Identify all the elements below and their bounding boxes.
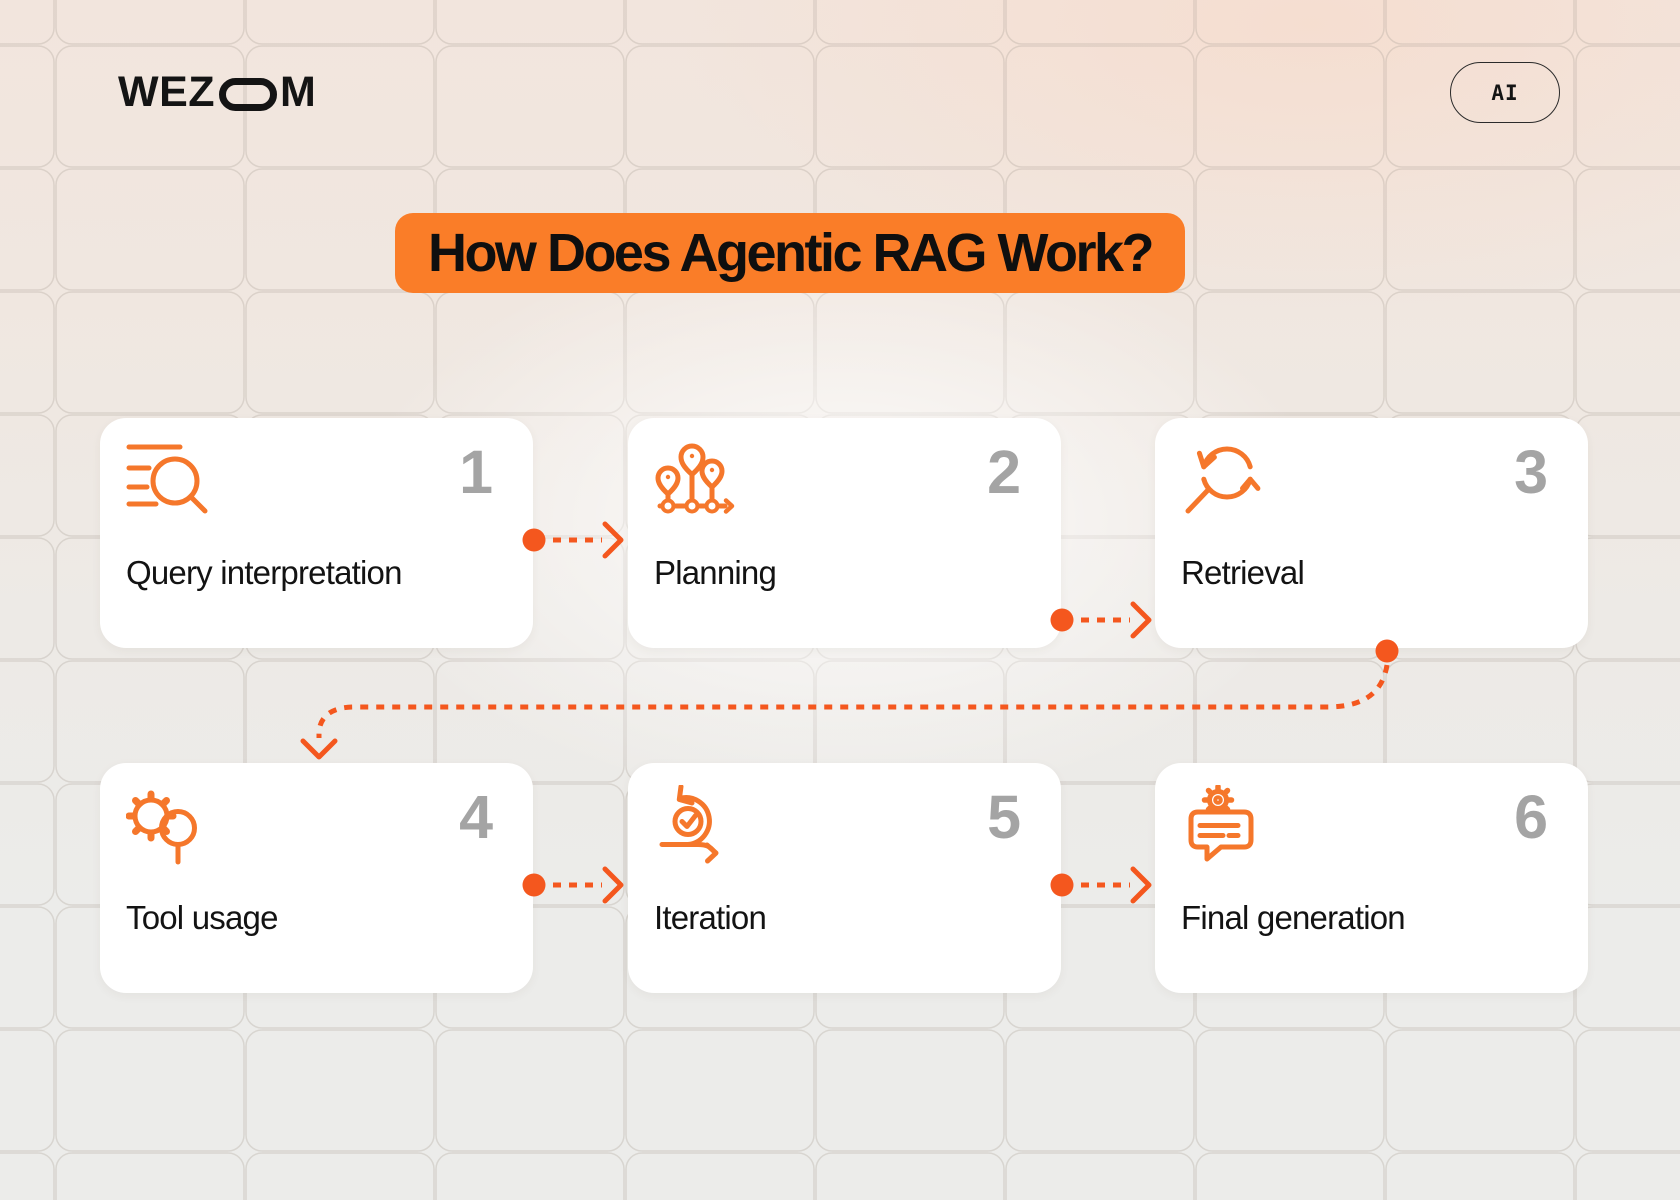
ai-badge: AI [1450,62,1560,123]
step-label: Iteration [654,899,767,936]
logo-text-suffix: M [280,68,317,116]
step-card-retrieval: 3 Retrieval [1155,418,1588,648]
step-number: 2 [987,438,1021,506]
step-card-query-interpretation: 1 Query interpretation [100,418,533,648]
step-label: Planning [654,554,777,591]
step-number: 4 [459,783,493,851]
step-label: Tool usage [126,899,278,936]
step-card-iteration: 5 Iteration [628,763,1061,993]
sync-search-icon [1185,446,1261,514]
title-banner: How Does Agentic RAG Work? [395,213,1185,293]
logo-text-prefix: WEZ [118,68,216,116]
step-number: 3 [1514,438,1548,506]
ai-badge-label: AI [1491,80,1519,105]
step-card-planning: 2 Planning [628,418,1061,648]
step-number: 1 [459,438,493,506]
step-card-final-generation: 6 Final generation [1155,763,1588,993]
search-lines-icon [126,444,208,514]
step-label: Retrieval [1181,554,1305,591]
step-number: 6 [1514,783,1548,851]
roadmap-pins-icon [655,443,735,514]
gear-search-icon [126,790,197,865]
chat-gear-icon [1188,785,1254,862]
loop-check-icon [659,785,719,864]
page-title: How Does Agentic RAG Work? [427,223,1155,283]
step-card-tool-usage: 4 Tool usage [100,763,533,993]
step-label: Query interpretation [126,554,402,591]
logo-o-shape [219,77,278,111]
step-label: Final generation [1181,899,1406,936]
wezom-logo: WEZ M [118,68,316,117]
step-number: 5 [987,783,1021,851]
